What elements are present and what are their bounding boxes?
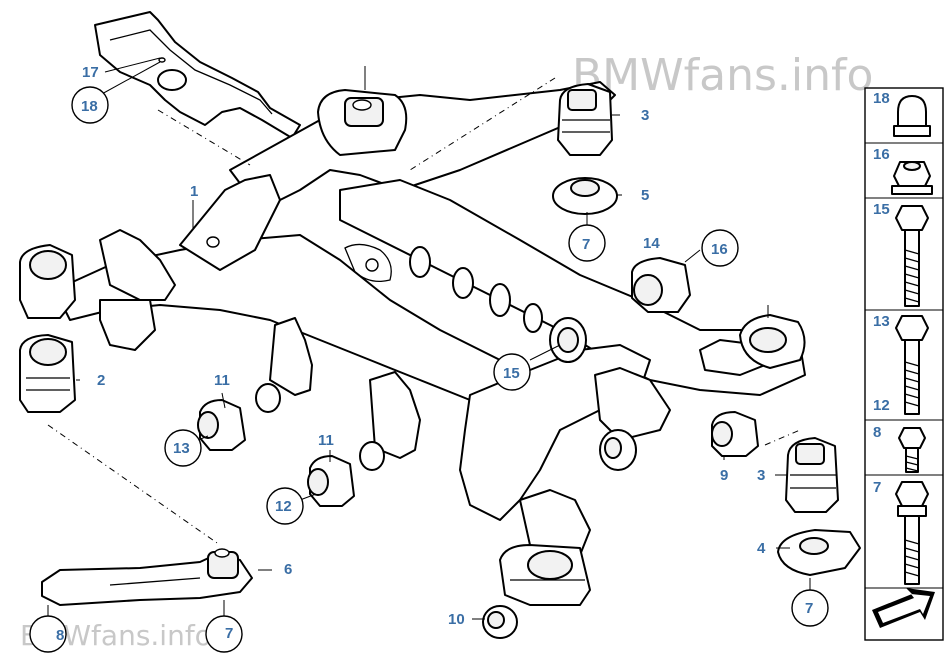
callout-13: 13 — [173, 440, 190, 457]
callout-14: 14 — [643, 235, 660, 252]
carrier-top-bushing — [317, 89, 408, 156]
leader-lines — [47, 57, 811, 625]
panel-label-16: 16 — [873, 146, 890, 163]
washer-5 — [552, 177, 618, 215]
watermark-top: BMWfans.info — [572, 50, 873, 101]
callout-11-left: 11 — [214, 372, 230, 389]
hex-nut-icon — [891, 161, 933, 195]
rear-axle-carrier — [54, 81, 806, 561]
rubber-mount-3-bottom — [785, 437, 839, 513]
heat-shield — [94, 11, 301, 139]
panel-label-18: 18 — [873, 90, 890, 107]
bushing-15 — [549, 317, 587, 363]
callout-17: 17 — [82, 64, 99, 81]
fastener-panel: 18 16 15 13 12 8 7 — [864, 87, 944, 641]
number-circles — [29, 86, 829, 653]
callout-18: 18 — [81, 98, 98, 115]
front-lower-bushing — [599, 429, 637, 471]
hex-bolt-short-icon — [898, 427, 926, 473]
hex-bolt-long-icon-2 — [895, 315, 929, 415]
callout-10: 10 — [448, 611, 465, 628]
callout-4: 4 — [757, 540, 766, 557]
callout-12: 12 — [275, 498, 292, 515]
bushing-2 — [19, 334, 76, 413]
callout-5: 5 — [641, 187, 649, 204]
callout-3-bottom: 3 — [757, 467, 765, 484]
callout-16: 16 — [711, 241, 728, 258]
rubber-mount-3-top — [557, 83, 613, 156]
callout-7-bottom: 7 — [805, 600, 813, 617]
callout-8: 8 — [56, 627, 64, 644]
carrier-right-bushing — [739, 314, 806, 369]
bushing-11-right — [307, 441, 385, 507]
callout-7-left: 7 — [225, 625, 233, 642]
callout-7-top: 7 — [582, 236, 590, 253]
callout-6: 6 — [284, 561, 292, 578]
bushing-11-left — [197, 383, 281, 451]
collar-bolt-icon — [895, 481, 929, 585]
panel-label-7: 7 — [873, 479, 881, 496]
callout-3-top: 3 — [641, 107, 649, 124]
callout-2: 2 — [97, 372, 105, 389]
front-mount-bushing — [499, 544, 591, 606]
panel-label-12: 12 — [873, 397, 890, 414]
panel-label-15: 15 — [873, 201, 890, 218]
callout-15: 15 — [503, 365, 520, 382]
panel-label-8: 8 — [873, 424, 881, 441]
carrier-left-bushing — [19, 244, 76, 319]
hex-bolt-long-icon — [895, 205, 929, 307]
callout-11-right: 11 — [318, 432, 334, 449]
cap-nut-icon — [893, 95, 931, 137]
bushing-9 — [711, 411, 759, 457]
bracket-6 — [41, 548, 253, 606]
bushing-10 — [482, 605, 518, 639]
panel-label-13: 13 — [873, 313, 890, 330]
callout-1: 1 — [190, 183, 198, 200]
support-plate-4 — [777, 529, 861, 576]
callout-9: 9 — [720, 467, 728, 484]
bushing-14 — [631, 257, 691, 313]
arrow-icon — [872, 588, 935, 628]
